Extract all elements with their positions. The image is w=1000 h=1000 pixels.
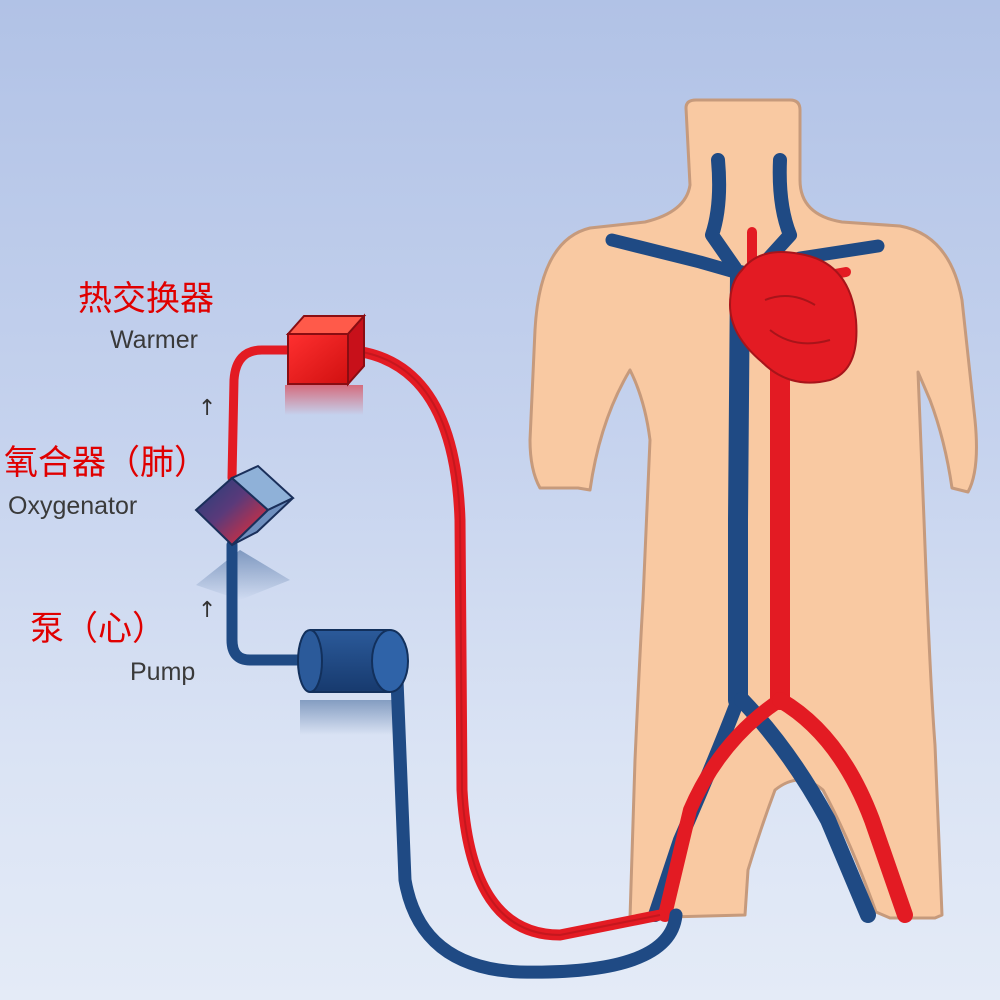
oxygenator-cube [194,464,295,547]
pump-to-oxygenator-tube [226,539,314,666]
warmer-cube [285,313,367,387]
heart [728,251,858,384]
up-arrow-icon: ↑ [198,396,217,421]
pump-label-en: Pump [130,658,196,686]
pump-label-zh: 泵（心） [30,609,166,649]
up-arrow-icon: ↑ [198,598,217,623]
oxygenator-to-warmer-tube [227,345,293,483]
warmer-reflection [285,385,363,415]
body-silhouette [528,98,978,920]
subclavian-left [605,233,742,279]
vena-cava [728,265,750,710]
oxygenator-label-en: Oxygenator [8,492,138,520]
pump-cylinder [297,629,409,693]
oxygenator-reflection [196,550,290,600]
pump-reflection [300,700,400,735]
iliac-artery-right [772,692,913,923]
jugular-left [705,153,742,275]
warmer-label-zh: 热交换器 [78,279,214,319]
venous-cannula-tube [390,673,683,979]
iliac-artery-left [658,693,787,922]
jugular-right [753,153,797,275]
warmer-label-en: Warmer [110,326,198,354]
oxygenator-label-zh: 氧合器（肺） [4,443,208,483]
